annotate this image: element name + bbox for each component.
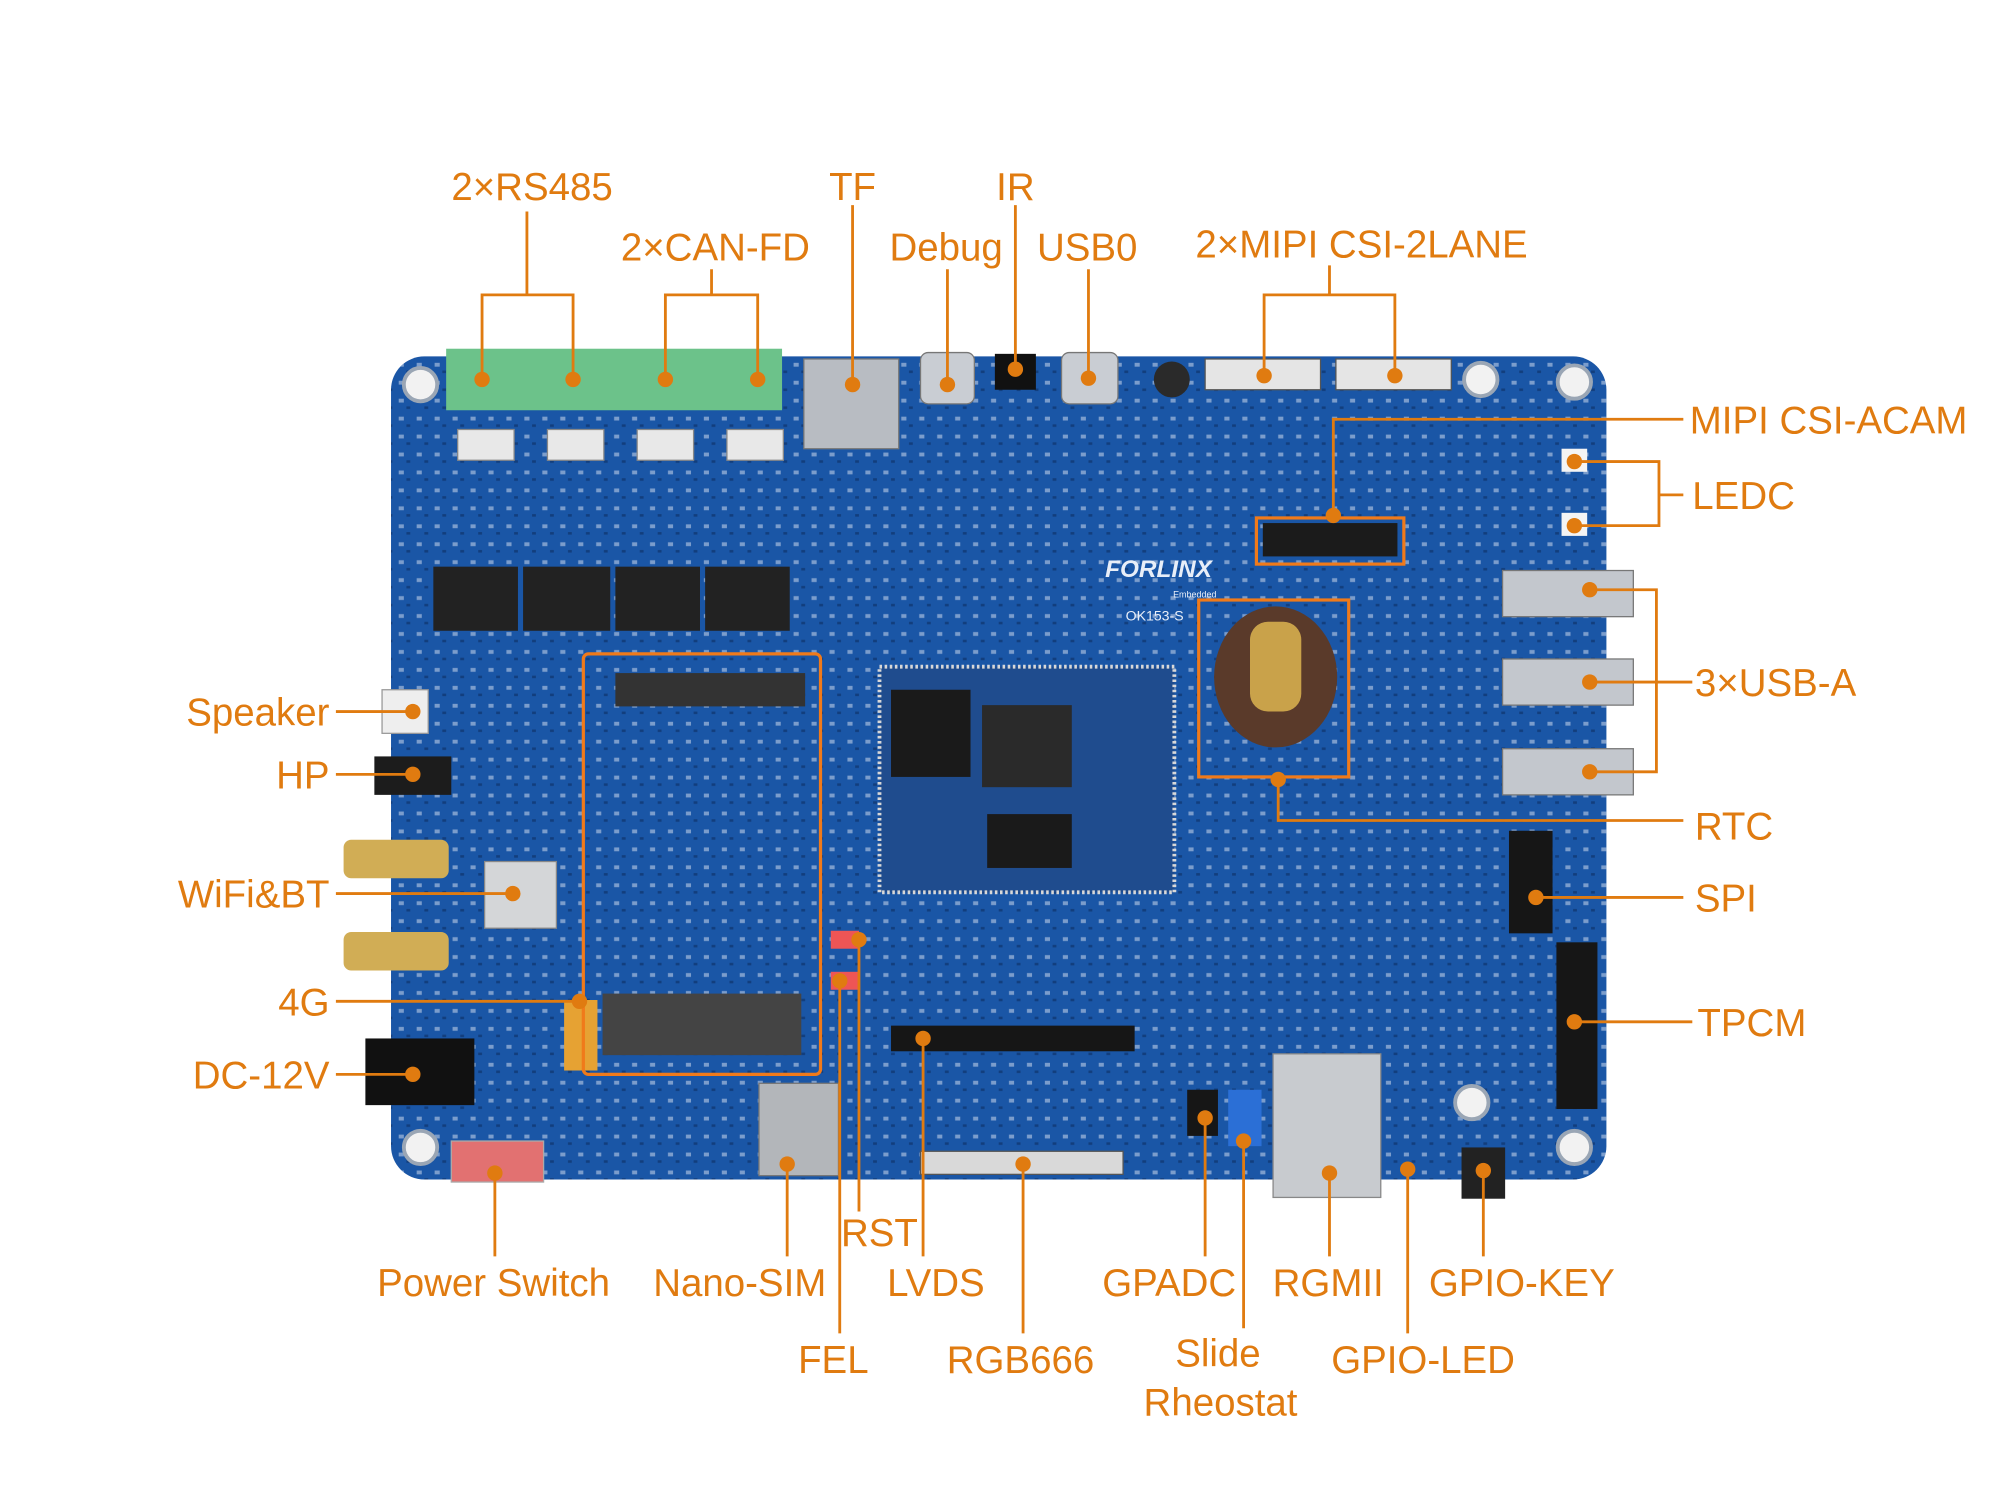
label-rgb666: RGB666: [947, 1339, 1095, 1382]
label-wifi-bt: WiFi&BT: [178, 874, 330, 917]
label-usb0: USB0: [1037, 226, 1137, 269]
label-rs485: 2×RS485: [451, 166, 612, 209]
terminal-blocks: [433, 348, 790, 631]
label-mipi-acam: MIPI CSI-ACAM: [1690, 399, 1968, 442]
label-usb-a: 3×USB-A: [1695, 662, 1857, 705]
power-switch: [450, 1140, 545, 1183]
label-spi: SPI: [1695, 878, 1757, 921]
svg-text:Embedded: Embedded: [1173, 589, 1216, 599]
label-power-switch: Power Switch: [377, 1262, 610, 1305]
mipi-acam-header: [1262, 523, 1398, 557]
label-rst: RST: [841, 1212, 918, 1255]
label-mipi-2lane: 2×MIPI CSI-2LANE: [1195, 224, 1527, 267]
leader-lines: [335, 205, 1693, 1334]
label-lvds: LVDS: [887, 1262, 985, 1305]
label-4g: 4G: [278, 981, 329, 1024]
4g-highlight: [581, 652, 823, 1076]
label-tpcm: TPCM: [1697, 1002, 1806, 1045]
label-canfd: 2×CAN-FD: [621, 226, 810, 269]
label-dc12v: DC-12V: [193, 1054, 330, 1097]
label-tf: TF: [829, 166, 876, 209]
rtc-battery-holder: [1214, 606, 1338, 748]
lvds-header: [891, 1025, 1135, 1052]
label-nano-sim: Nano-SIM: [653, 1262, 826, 1305]
label-slide: Slide: [1175, 1333, 1261, 1376]
nano-sim-slot: [758, 1082, 840, 1177]
antenna-connectors: [343, 839, 449, 971]
label-speaker: Speaker: [186, 692, 329, 735]
label-rtc: RTC: [1695, 806, 1773, 849]
label-rgmii: RGMII: [1273, 1262, 1384, 1305]
spi-header: [1508, 830, 1553, 934]
label-gpadc: GPADC: [1102, 1262, 1236, 1305]
svg-text:FORLINX: FORLINX: [1105, 556, 1214, 583]
callout-dots: [405, 361, 1598, 1181]
label-ir: IR: [996, 166, 1034, 209]
label-hp: HP: [276, 754, 329, 797]
label-gpio-led: GPIO-LED: [1331, 1339, 1515, 1382]
label-gpio-key: GPIO-KEY: [1429, 1262, 1615, 1305]
label-debug: Debug: [889, 226, 1002, 269]
callout-labels: 2×RS485 2×CAN-FD TF IR Debug USB0 2×MIPI…: [178, 166, 1968, 1424]
label-fel: FEL: [798, 1339, 869, 1382]
label-ledc: LEDC: [1692, 475, 1795, 518]
brand-logo: FORLINX Embedded OK153-S: [1105, 556, 1216, 624]
svg-text:OK153-S: OK153-S: [1126, 608, 1184, 624]
label-rheostat: Rheostat: [1144, 1381, 1298, 1424]
4g-module-slot: [564, 673, 806, 1071]
som-module: [877, 664, 1177, 895]
